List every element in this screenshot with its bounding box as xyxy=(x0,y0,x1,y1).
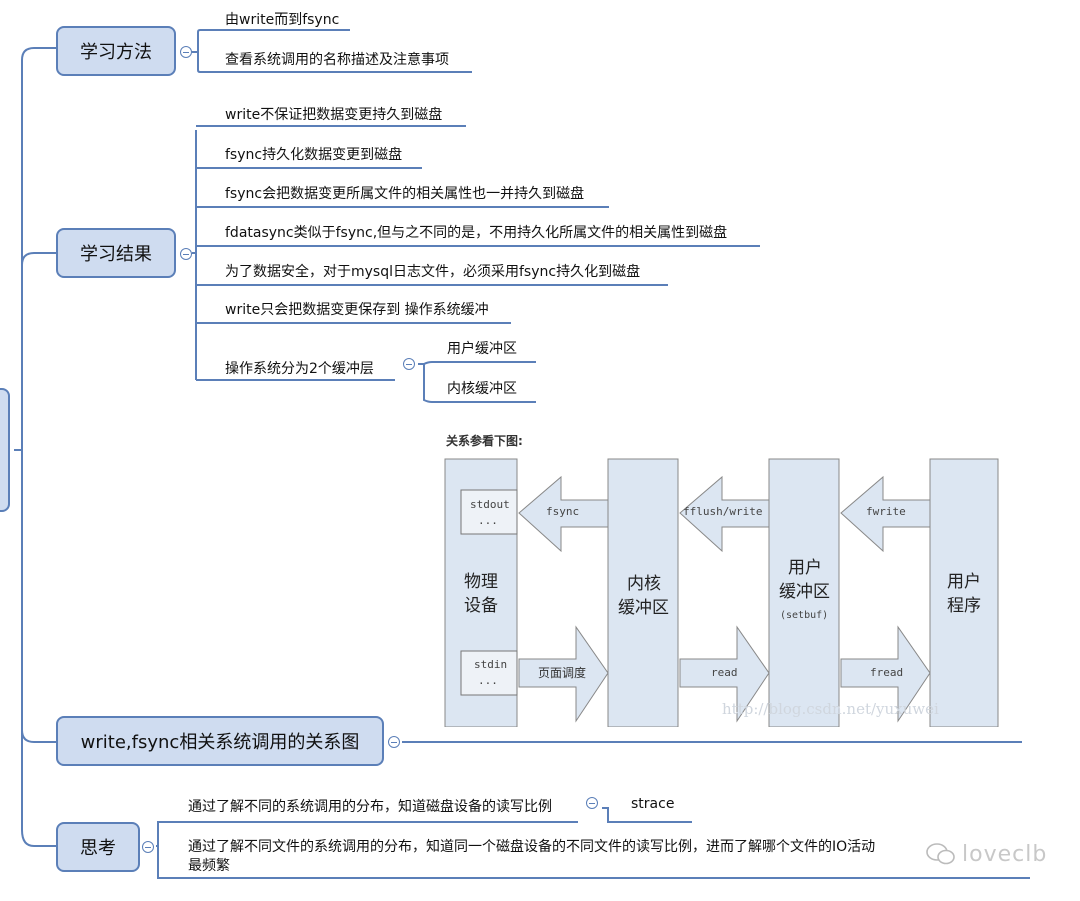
root-node[interactable] xyxy=(0,388,10,512)
stdout-box xyxy=(460,489,518,535)
arrow-fwrite xyxy=(840,475,931,553)
stdout-label: stdout xyxy=(470,498,510,511)
method-lines xyxy=(192,29,472,73)
arrow-read-label: read xyxy=(711,666,738,679)
stdout-dots: ... xyxy=(478,514,498,527)
userbuf-label-2: 缓冲区 xyxy=(779,582,830,602)
thinking-tool[interactable]: strace xyxy=(631,796,675,812)
physical-label-1: 物理 xyxy=(464,572,498,592)
result-item-6[interactable]: write只会把数据变更保存到 操作系统缓冲 xyxy=(225,302,489,318)
collapse-result-icon[interactable] xyxy=(180,248,192,260)
trunk-line xyxy=(14,47,58,847)
collapse-buffer-icon[interactable] xyxy=(403,358,415,370)
col-kernel xyxy=(607,458,679,727)
stdin-label: stdin xyxy=(474,658,508,671)
program-label-2: 程序 xyxy=(947,596,981,616)
arrow-fflush-label: fflush/write xyxy=(683,505,763,518)
thinking-item-2-cont[interactable]: 最频繁 xyxy=(188,858,230,874)
method-item-1[interactable]: 由write而到fsync xyxy=(225,12,340,28)
wechat-icon xyxy=(926,842,956,866)
result-item-2[interactable]: fsync持久化数据变更到磁盘 xyxy=(225,147,403,163)
thinking-item-1[interactable]: 通过了解不同的系统调用的分布，知道磁盘设备的读写比例 xyxy=(188,799,552,815)
result-item-1[interactable]: write不保证把数据变更持久到磁盘 xyxy=(225,107,443,123)
brand-watermark: loveclb xyxy=(962,842,1048,867)
branch-method[interactable]: 学习方法 xyxy=(56,26,176,76)
arrow-fsync xyxy=(518,475,609,553)
arrow-fread-label: fread xyxy=(870,666,904,679)
arrow-page-label: 页面调度 xyxy=(538,666,587,680)
stdin-dots: ... xyxy=(478,674,498,687)
kernel-label-1: 内核 xyxy=(627,574,661,594)
result-item-3[interactable]: fsync会把数据变更所属文件的相关属性也一并持久到磁盘 xyxy=(225,186,585,202)
result-item-7[interactable]: 操作系统分为2个缓冲层 xyxy=(225,361,374,377)
branch-result[interactable]: 学习结果 xyxy=(56,228,176,278)
thinking-item-2[interactable]: 通过了解不同文件的系统调用的分布，知道同一个磁盘设备的不同文件的读写比例，进而了… xyxy=(188,839,876,855)
result-item-4[interactable]: fdatasync类似于fsync,但与之不同的是，不用持久化所属文件的相关属性… xyxy=(225,225,728,241)
buffer-lines xyxy=(418,361,536,403)
collapse-thinking-item-icon[interactable] xyxy=(586,797,598,809)
diagram-watermark: http://blog.csdn.net/yuxuwei xyxy=(722,700,939,718)
kernel-label-2: 缓冲区 xyxy=(618,598,669,618)
arrow-page xyxy=(518,625,609,723)
buffer-user[interactable]: 用户缓冲区 xyxy=(447,341,517,357)
method-item-2[interactable]: 查看系统调用的名称描述及注意事项 xyxy=(225,52,449,68)
arrow-fflush xyxy=(679,475,770,553)
collapse-relation-icon[interactable] xyxy=(388,736,400,748)
diagram-caption: 关系参看下图: xyxy=(446,434,523,448)
setbuf-label: (setbuf) xyxy=(780,610,829,621)
col-userbuf xyxy=(768,458,840,727)
collapse-method-icon[interactable] xyxy=(180,46,192,58)
stdin-box xyxy=(460,650,518,696)
collapse-thinking-icon[interactable] xyxy=(142,841,154,853)
arrow-fread xyxy=(840,625,931,723)
physical-label-2: 设备 xyxy=(464,596,498,616)
program-label-1: 用户 xyxy=(947,572,981,592)
result-lines xyxy=(192,125,760,381)
thinking-lines xyxy=(156,807,1030,879)
userbuf-label-1: 用户 xyxy=(788,558,822,578)
buffer-kernel[interactable]: 内核缓冲区 xyxy=(447,381,517,397)
col-program xyxy=(929,458,999,727)
branch-relation[interactable]: write,fsync相关系统调用的关系图 xyxy=(56,716,384,766)
relation-diagram xyxy=(444,458,999,727)
arrow-read xyxy=(679,625,770,723)
arrow-fsync-label: fsync xyxy=(546,505,580,518)
arrow-fwrite-label: fwrite xyxy=(866,505,906,518)
result-item-5[interactable]: 为了数据安全，对于mysql日志文件，必须采用fsync持久化到磁盘 xyxy=(225,264,641,280)
branch-thinking[interactable]: 思考 xyxy=(56,822,140,872)
